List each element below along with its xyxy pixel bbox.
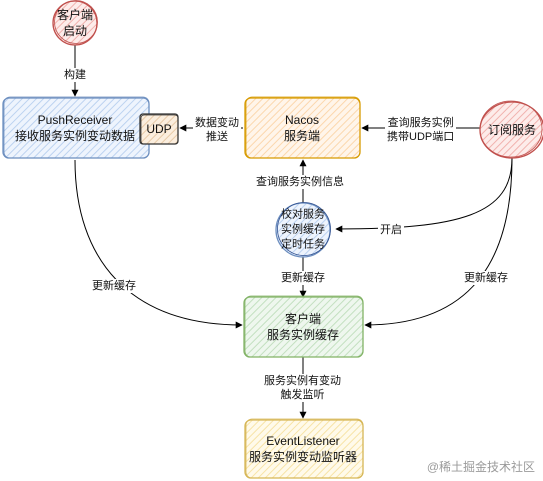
node-subscribe-shape: [479, 100, 543, 159]
node-client-start: 客户端 启动: [56, 8, 94, 38]
edge-label-data-change-push: 数据变动 推送: [193, 116, 241, 144]
node-timer-task: 校对服务 实例缓存 定时任务: [281, 208, 325, 251]
watermark: @稀土掘金技术社区: [426, 460, 535, 474]
node-client-cache-shape: [243, 295, 364, 358]
node-udp: UDP: [146, 122, 172, 136]
node-push-receiver: PushReceiver 接收服务实例变动数据: [14, 113, 136, 143]
edge-label-build: 构建: [62, 68, 88, 82]
node-event-listener-shape: [244, 418, 364, 479]
edge-label-start: 开启: [378, 223, 404, 237]
edge-label-query-info: 查询服务实例信息: [254, 175, 346, 189]
edge-label-update-cache-mid: 更新缓存: [279, 271, 327, 285]
node-timer-task-shape: [275, 202, 331, 258]
node-nacos: Nacos 服务端: [283, 113, 321, 143]
node-subscribe: 订阅服务: [487, 123, 537, 137]
node-client-cache: 客户端 服务实例缓存: [266, 312, 340, 342]
node-event-listener: EventListener 服务实例变动监听器: [248, 434, 358, 464]
edge-start: [335, 157, 513, 233]
edge-label-update-cache-left: 更新缓存: [90, 279, 138, 293]
edge-label-change-trigger: 服务实例有变动 触发监听: [262, 374, 343, 402]
edge-label-update-cache-right: 更新缓存: [462, 271, 510, 285]
node-udp-shape: [139, 113, 179, 145]
node-client-start-shape: [52, 0, 98, 46]
edge-label-query-with-udp: 查询服务实例 携带UDP端口: [385, 116, 457, 144]
edge-update-cache-left: [74, 159, 243, 329]
node-nacos-shape: [244, 96, 361, 159]
edge-update-cache-right: [364, 157, 513, 329]
